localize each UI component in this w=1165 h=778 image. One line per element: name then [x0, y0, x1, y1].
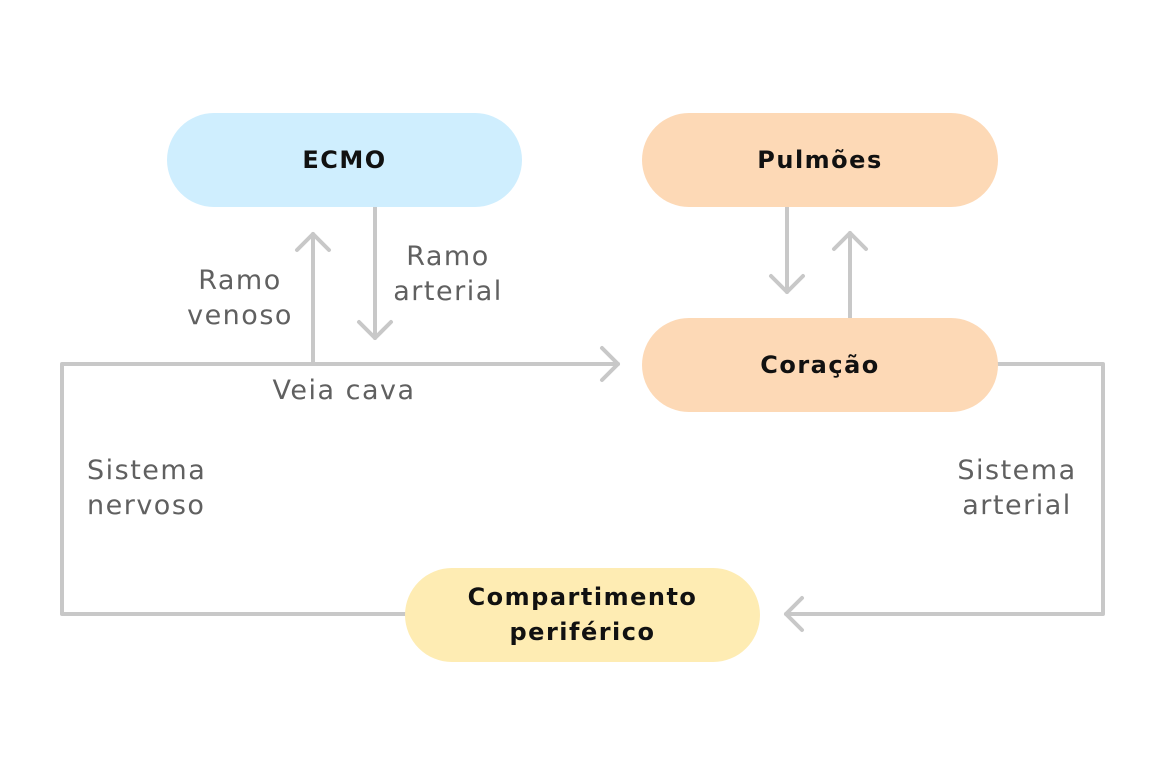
venous-branch-arrowhead	[295, 232, 331, 252]
vena-cava-arrowhead	[600, 346, 620, 382]
peripheral-compartment-node: Compartimento periférico	[405, 568, 760, 662]
heart-label: Coração	[760, 350, 880, 379]
peripheral-compartment-label: Compartimento periférico	[467, 583, 698, 646]
lungs-node: Pulmões	[642, 113, 998, 207]
ecmo-label: ECMO	[302, 145, 387, 174]
arterial-system-label: Sistema arterial	[957, 455, 1077, 521]
vena-cava-label: Veia cava	[272, 375, 416, 406]
arterial-branch-label: Ramo arterial	[393, 241, 503, 307]
lungs-label: Pulmões	[757, 145, 883, 174]
lungs-to-heart-arrowhead	[769, 274, 805, 294]
ecmo-node: ECMO	[167, 113, 522, 207]
heart-node: Coração	[642, 318, 998, 412]
heart-to-lungs-arrowhead	[832, 231, 868, 251]
nervous-system-label: Sistema nervoso	[87, 455, 207, 521]
arterial-branch-arrowhead	[357, 320, 393, 340]
vena-cava-connector	[60, 362, 620, 616]
venous-branch-label: Ramo venoso	[187, 265, 293, 331]
arterial-system-arrowhead	[784, 596, 804, 632]
arterial-system-connector	[784, 362, 1105, 616]
